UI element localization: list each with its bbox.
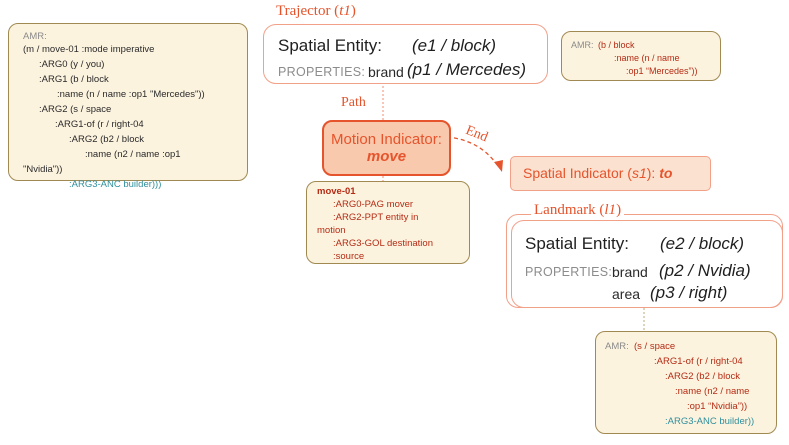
amr-trajector-line: :name (n / name: [614, 53, 680, 63]
spatial-indicator-text: Spatial Indicator (s1): to: [523, 165, 672, 181]
trajector-entity-label: Spatial Entity:: [278, 36, 382, 55]
landmark-title-var: l1: [604, 202, 617, 218]
amr-left-line: "Nvidia")): [23, 164, 63, 175]
path-label: Path: [341, 95, 366, 110]
amr-trajector-line: (b / block: [598, 40, 635, 50]
spatial-indicator-value: to: [659, 165, 673, 181]
amr-left-line: :ARG1-of (r / right-04: [55, 119, 144, 130]
motion-amr-line: :ARG2-PPT entity in: [333, 212, 419, 223]
amr-left-line: :ARG0 (y / you): [39, 59, 105, 70]
amr-left-line: :name (n / name :op1 "Mercedes")): [57, 89, 205, 100]
trajector-title-prefix: Trajector (: [276, 3, 340, 19]
amr-landmark-line: :name (n2 / name: [675, 386, 750, 397]
amr-landmark-line: :op1 “Nvidia”)): [687, 401, 748, 412]
amr-left-line: :name (n2 / name :op1: [85, 149, 181, 160]
end-arrow: [446, 136, 499, 167]
amr-landmark-line-builder: :ARG3-ANC builder)): [665, 416, 755, 427]
trajector-title: Trajector (t1): [276, 3, 356, 20]
motion-indicator-label: Motion Indicator:: [331, 131, 442, 148]
motion-amr-line: :ARG0-PAG mover: [333, 199, 414, 210]
spatial-indicator-suffix: ):: [646, 165, 660, 181]
landmark-entity-value: (e2 / block): [660, 234, 745, 253]
motion-amr-line: :ARG3-GOL destination: [333, 238, 433, 249]
landmark-area-value: (p3 / right): [650, 283, 728, 302]
amr-landmark-line: :ARG2 (b2 / block: [665, 371, 740, 382]
amr-trajector-box: AMR: (b / block :name (n / name :op1 “Me…: [561, 31, 721, 81]
amr-trajector-line: :op1 “Mercedes”)): [626, 66, 698, 76]
end-arrowhead: [494, 160, 503, 172]
amr-left-title: AMR:: [23, 31, 47, 42]
amr-landmark-box: AMR: (s / space :ARG1-of (r / right-04 :…: [595, 331, 777, 434]
trajector-title-suffix: ): [350, 3, 356, 19]
spatial-indicator-var: s1: [631, 165, 647, 181]
landmark-entity-label: Spatial Entity:: [525, 234, 629, 253]
landmark-brand-value: (p2 / Nvidia): [659, 261, 751, 280]
trajector-title-var: t1: [339, 3, 351, 19]
landmark-title-suffix: ): [616, 202, 622, 218]
landmark-properties-label: PROPERTIES:: [525, 265, 613, 279]
trajector-brand-value: (p1 / Mercedes): [407, 60, 527, 79]
landmark-brand-label: brand: [612, 264, 648, 280]
amr-left-line: :ARG2 (s / space: [39, 104, 112, 115]
trajector-entity-value: (e1 / block): [412, 36, 497, 55]
amr-left-line: :ARG2 (b2 / block: [69, 134, 144, 145]
motion-indicator-box: Motion Indicator: move: [322, 120, 451, 176]
landmark-area-label: area: [612, 286, 641, 302]
trajector-box: Spatial Entity: (e1 / block) PROPERTIES:…: [263, 24, 548, 84]
amr-left-line: (m / move-01 :mode imperative: [23, 44, 155, 55]
spatial-indicator-prefix: Spatial Indicator (: [523, 165, 632, 181]
motion-amr-line: :source: [333, 251, 365, 262]
motion-amr-box: move-01 :ARG0-PAG mover :ARG2-PPT entity…: [306, 181, 470, 264]
motion-amr-line: motion: [317, 225, 346, 236]
trajector-brand-label: brand: [368, 64, 404, 80]
amr-landmark-line: :ARG1-of (r / right-04: [654, 356, 743, 367]
motion-amr-title: move-01: [317, 186, 356, 197]
spatial-indicator-box: Spatial Indicator (s1): to: [510, 156, 711, 191]
landmark-title: Landmark (l1): [531, 202, 625, 219]
amr-landmark-title: AMR:: [605, 341, 629, 352]
amr-left-box: AMR: (m / move-01 :mode imperative :ARG0…: [8, 23, 248, 190]
amr-left-line-builder: :ARG3-ANC builder))): [69, 179, 162, 190]
amr-landmark-line: (s / space: [634, 341, 676, 352]
trajector-properties-label: PROPERTIES:: [278, 65, 366, 79]
landmark-box: Spatial Entity: (e2 / block) PROPERTIES:…: [511, 220, 783, 308]
amr-left-line: :ARG1 (b / block: [39, 74, 109, 85]
motion-indicator-value: move: [366, 148, 407, 165]
amr-trajector-title: AMR:: [571, 40, 594, 50]
landmark-title-prefix: Landmark (: [534, 202, 605, 218]
